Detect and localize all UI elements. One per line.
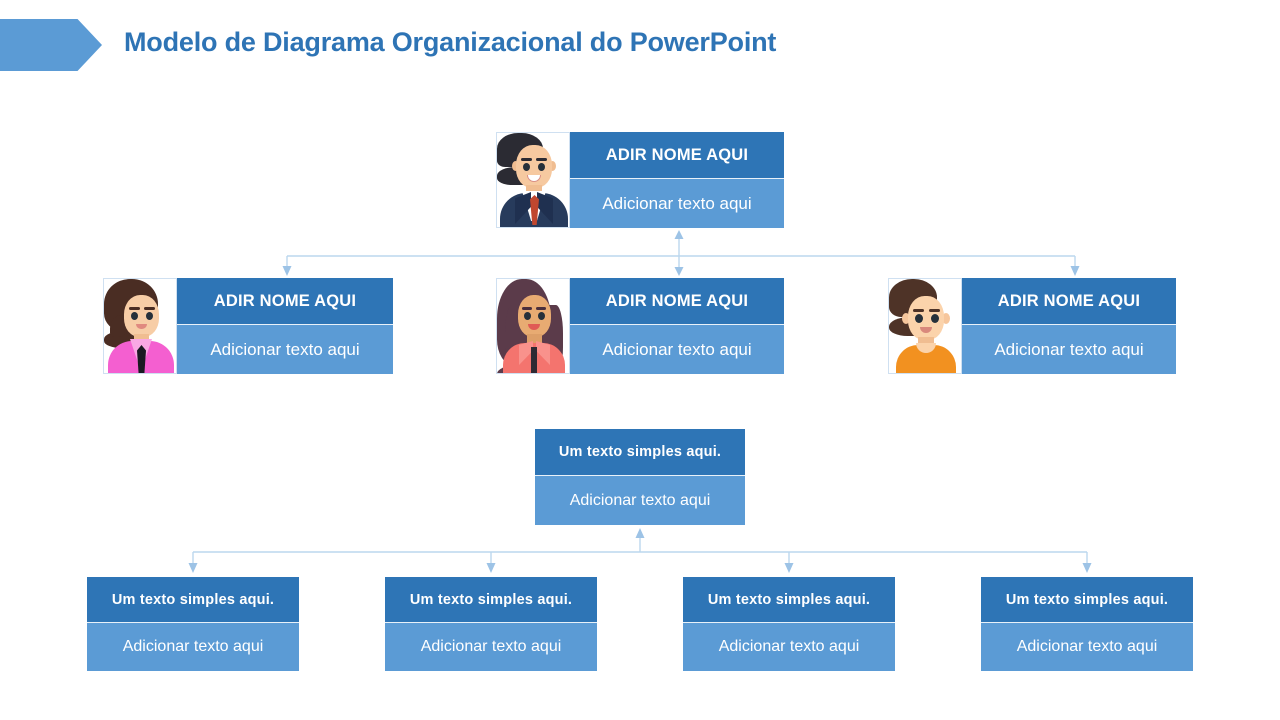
org-node-text-parent[interactable]: Um texto simples aqui. Adicionar texto a… bbox=[535, 429, 745, 525]
node-title[interactable]: ADIR NOME AQUI bbox=[962, 278, 1176, 324]
node-text-column: ADIR NOME AQUI Adicionar texto aqui bbox=[962, 278, 1176, 374]
node-subtitle[interactable]: Adicionar texto aqui bbox=[981, 622, 1193, 671]
node-title[interactable]: Um texto simples aqui. bbox=[385, 577, 597, 622]
woman-longhair-salmon-avatar bbox=[497, 279, 569, 373]
org-node-text-child-2[interactable]: Um texto simples aqui. Adicionar texto a… bbox=[385, 577, 597, 671]
org-node-person-center[interactable]: ADIR NOME AQUI Adicionar texto aqui bbox=[496, 278, 784, 374]
node-subtitle[interactable]: Adicionar texto aqui bbox=[570, 178, 784, 228]
node-text-column: ADIR NOME AQUI Adicionar texto aqui bbox=[570, 132, 784, 228]
boy-orange-shirt-avatar bbox=[889, 279, 961, 373]
node-subtitle[interactable]: Adicionar texto aqui bbox=[570, 324, 784, 374]
avatar bbox=[888, 278, 962, 374]
node-title[interactable]: ADIR NOME AQUI bbox=[570, 132, 784, 178]
node-title[interactable]: ADIR NOME AQUI bbox=[570, 278, 784, 324]
org-node-person-right[interactable]: ADIR NOME AQUI Adicionar texto aqui bbox=[888, 278, 1176, 374]
node-subtitle[interactable]: Adicionar texto aqui bbox=[177, 324, 393, 374]
node-subtitle[interactable]: Adicionar texto aqui bbox=[535, 475, 745, 525]
node-subtitle[interactable]: Adicionar texto aqui bbox=[385, 622, 597, 671]
node-title[interactable]: Um texto simples aqui. bbox=[981, 577, 1193, 622]
page-title: Modelo de Diagrama Organizacional do Pow… bbox=[124, 27, 777, 57]
node-title[interactable]: ADIR NOME AQUI bbox=[177, 278, 393, 324]
avatar bbox=[103, 278, 177, 374]
node-text-column: ADIR NOME AQUI Adicionar texto aqui bbox=[570, 278, 784, 374]
org-node-text-child-4[interactable]: Um texto simples aqui. Adicionar texto a… bbox=[981, 577, 1193, 671]
avatar bbox=[496, 132, 570, 228]
org-node-root[interactable]: ADIR NOME AQUI Adicionar texto aqui bbox=[496, 132, 784, 228]
node-subtitle[interactable]: Adicionar texto aqui bbox=[962, 324, 1176, 374]
woman-bob-pink-avatar bbox=[104, 279, 176, 373]
node-title[interactable]: Um texto simples aqui. bbox=[87, 577, 299, 622]
node-title[interactable]: Um texto simples aqui. bbox=[683, 577, 895, 622]
node-text-column: ADIR NOME AQUI Adicionar texto aqui bbox=[177, 278, 393, 374]
avatar bbox=[496, 278, 570, 374]
org-node-text-child-1[interactable]: Um texto simples aqui. Adicionar texto a… bbox=[87, 577, 299, 671]
node-subtitle[interactable]: Adicionar texto aqui bbox=[87, 622, 299, 671]
man-businessman-avatar bbox=[497, 133, 569, 227]
org-node-text-child-3[interactable]: Um texto simples aqui. Adicionar texto a… bbox=[683, 577, 895, 671]
title-chevron-shape bbox=[0, 19, 102, 71]
node-subtitle[interactable]: Adicionar texto aqui bbox=[683, 622, 895, 671]
org-node-person-left[interactable]: ADIR NOME AQUI Adicionar texto aqui bbox=[103, 278, 393, 374]
node-title[interactable]: Um texto simples aqui. bbox=[535, 429, 745, 475]
